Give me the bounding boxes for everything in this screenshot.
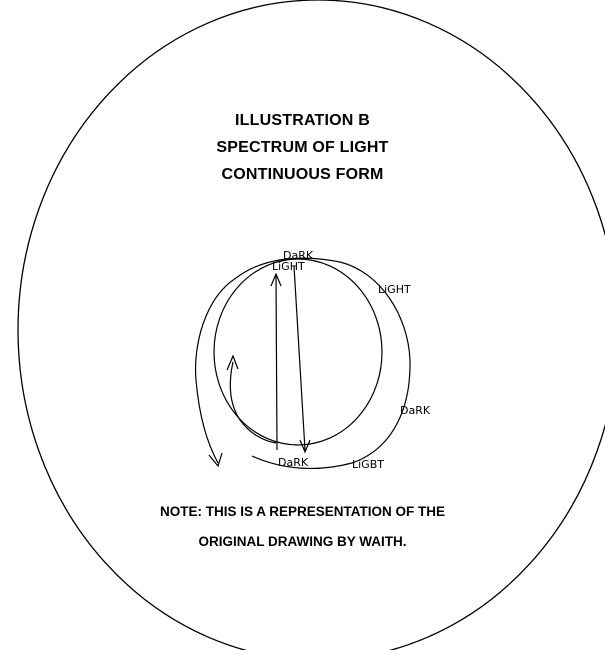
down-arrow-line (294, 266, 305, 450)
note-line-2: ORIGINAL DRAWING BY WAITH. (0, 527, 605, 557)
label-light-bottom: LiGBT (352, 458, 384, 471)
up-arrow-line (276, 274, 277, 450)
note-line-1: NOTE: THIS IS A REPRESENTATION OF THE (0, 497, 605, 527)
label-dark-bottom: DaRK (278, 456, 309, 469)
label-dark-right: DaRK (400, 404, 431, 417)
note-text: NOTE: THIS IS A REPRESENTATION OF THE OR… (0, 497, 605, 557)
label-light-top: LiGHT (272, 260, 305, 273)
label-light-right: LiGHT (378, 283, 411, 296)
inner-circle (214, 259, 382, 445)
